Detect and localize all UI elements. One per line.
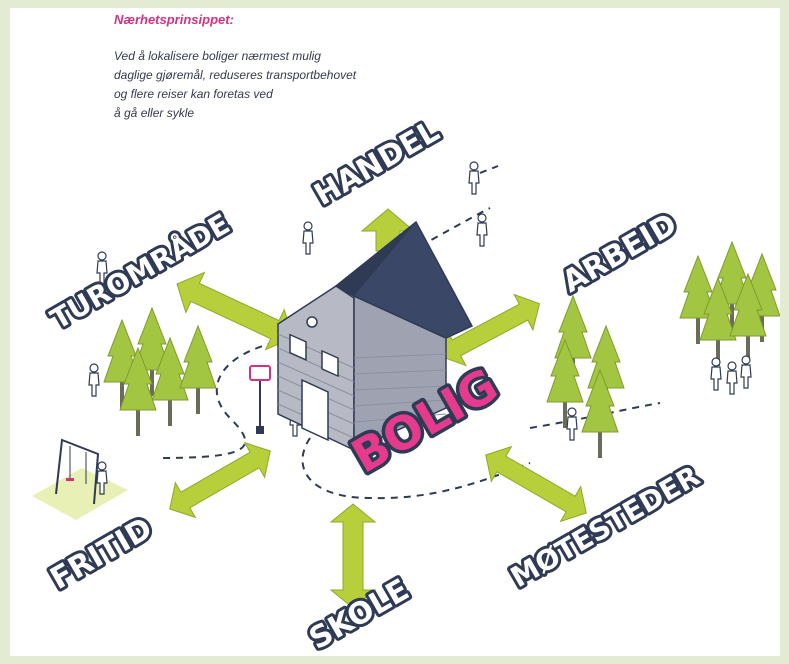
label-fritid: FRITID [45,511,159,597]
tree-group [547,296,624,458]
label-arbeid: ARBEID [557,207,683,300]
infographic-frame: Nærhetsprinsippet: Ved å lokalisere boli… [10,8,780,656]
label-turomrade: TUROMRÅDE [45,206,236,336]
playground-illustration [32,440,128,520]
tree-group [680,242,780,394]
street-sign [250,366,270,434]
tree-group [89,308,216,436]
arrow-motesteder [476,438,596,531]
arrow-fritid [160,434,280,527]
illustration: BOLIG HANDEL TUROMRÅDE ARBEID FRITID SKO… [10,8,780,656]
label-handel: HANDEL [309,114,446,213]
